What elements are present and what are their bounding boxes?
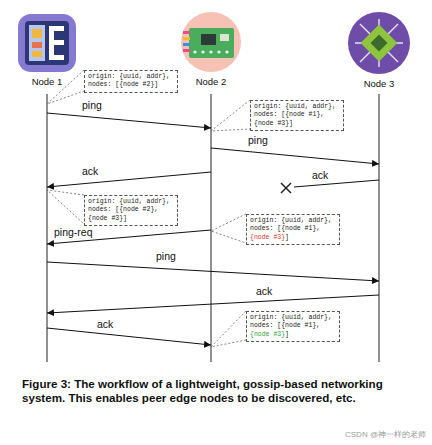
note-text-part: origin: {uuid, addr}, nodes: [{node #1}, bbox=[250, 314, 332, 329]
note-text: origin: {uuid, addr}, nodes: [{node #1},… bbox=[250, 217, 336, 242]
peer-node: Node 3 bbox=[348, 12, 410, 74]
note-text: origin: {uuid, addr}, nodes: [{node #2},… bbox=[88, 198, 174, 223]
note-text-part: ] bbox=[285, 234, 289, 241]
message-arrow bbox=[47, 172, 211, 187]
note-leader bbox=[47, 70, 250, 347]
node-name: Node 2 bbox=[196, 76, 227, 87]
peer-node: Node 2 bbox=[181, 12, 241, 72]
message-arrow bbox=[47, 113, 211, 128]
message-arrow bbox=[211, 148, 379, 164]
message-label: ping bbox=[248, 134, 268, 146]
board-icon bbox=[181, 12, 241, 72]
note-text: origin: {uuid, addr}, nodes: [{node #1},… bbox=[250, 314, 336, 339]
note-text-part: ] bbox=[285, 331, 289, 338]
peer-node: Node 1 bbox=[18, 14, 76, 72]
node-name: Node 3 bbox=[364, 78, 395, 89]
lost-message bbox=[294, 180, 379, 187]
state-note: origin: {uuid, addr}, nodes: [{node #2},… bbox=[84, 195, 178, 226]
state-note: origin: {uuid, addr}, nodes: [{node #1},… bbox=[246, 311, 340, 342]
lifeline bbox=[211, 94, 212, 362]
note-text: origin: {uuid, addr}, nodes: [{node #2}] bbox=[88, 73, 174, 90]
message-label: ping bbox=[156, 250, 176, 262]
message-label: ping bbox=[82, 99, 102, 111]
message-label: ack bbox=[256, 285, 272, 297]
lifeline bbox=[47, 94, 48, 362]
message-arrow bbox=[47, 328, 211, 345]
note-text: origin: {uuid, addr}, nodes: [{node #1},… bbox=[254, 103, 340, 128]
lifeline bbox=[379, 94, 380, 362]
highlight-part: {node #3} bbox=[250, 331, 285, 338]
state-note: origin: {uuid, addr}, nodes: [{node #2}] bbox=[84, 70, 178, 93]
message-label: ack bbox=[82, 165, 98, 177]
message-label: ping-req bbox=[54, 226, 93, 238]
server-icon bbox=[18, 14, 76, 72]
chip-icon bbox=[348, 12, 410, 74]
message-arrow bbox=[47, 262, 379, 281]
note-text-part: origin: {uuid, addr}, nodes: [{node #1}, bbox=[250, 217, 332, 232]
message-label: ack bbox=[312, 169, 328, 181]
watermark: CSDN @神一样的老师 bbox=[345, 429, 426, 440]
highlight-part: {node #3} bbox=[250, 234, 285, 241]
loss-cross bbox=[281, 183, 291, 193]
node-name: Node 1 bbox=[32, 76, 63, 87]
message-label: ack bbox=[97, 318, 113, 330]
state-note: origin: {uuid, addr}, nodes: [{node #1},… bbox=[246, 214, 340, 245]
state-note: origin: {uuid, addr}, nodes: [{node #1},… bbox=[250, 100, 344, 131]
figure-caption: Figure 3: The workflow of a lightweight,… bbox=[22, 377, 414, 405]
